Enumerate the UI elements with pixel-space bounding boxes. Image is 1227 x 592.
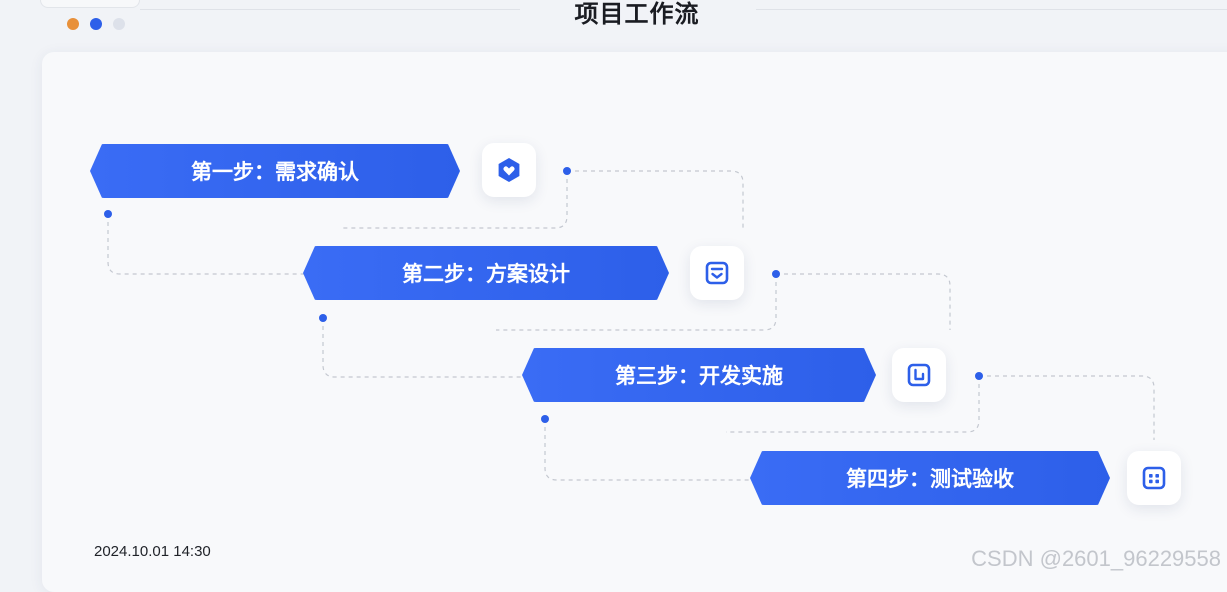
connector-1-2-left [107,214,305,275]
step-3-icon-box[interactable] [892,348,946,402]
title-bar: 项目工作流 [0,0,1227,48]
step-2-pill[interactable]: 第二步：方案设计 [303,246,669,300]
step-3-start-dot [541,415,549,423]
step-4-pill[interactable]: 第四步：测试验收 [750,451,1110,505]
connector-1-down [340,171,568,229]
step-2-start-dot [319,314,327,322]
step-4-icon-box[interactable] [1127,451,1181,505]
document-chevron-icon [705,261,729,285]
title-divider-right [756,9,1227,10]
connector-1-right [567,170,744,228]
step-3-end-dot [975,372,983,380]
connector-2-3-left [322,318,524,378]
hexagon-heart-icon [498,158,520,182]
watermark: CSDN @2601_96229558 [971,546,1221,571]
orange-dot[interactable] [67,18,79,30]
gray-dot[interactable] [113,18,125,30]
step-1-icon-box[interactable] [482,143,536,197]
window-controls [67,18,125,30]
grid-dots-icon [1142,466,1166,490]
connector-2-right [776,273,951,330]
step-2-icon-box[interactable] [690,246,744,300]
connector-3-right [979,375,1155,440]
step-1-start-dot [104,210,112,218]
step-1-end-dot [563,167,571,175]
corner-bracket-icon [907,363,931,387]
page-title: 项目工作流 [574,0,700,28]
step-3-pill[interactable]: 第三步：开发实施 [522,348,876,402]
connector-3-4-left [544,419,751,481]
blue-dot[interactable] [90,18,102,30]
title-divider-left [140,9,520,10]
step-2-end-dot [772,270,780,278]
step-1-pill[interactable]: 第一步：需求确认 [90,144,460,198]
timestamp: 2024.10.01 14:30 [94,543,211,560]
